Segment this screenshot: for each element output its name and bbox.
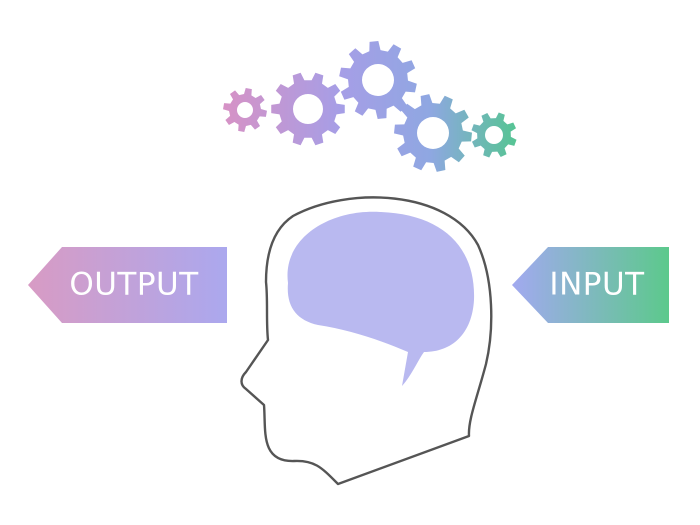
gear-icon [471, 112, 517, 158]
gear-icon [394, 94, 472, 172]
gear-icon [339, 41, 417, 119]
input-arrow: INPUT [512, 247, 669, 323]
gear-icon [223, 88, 267, 132]
brain-icon [287, 211, 475, 386]
input-label: INPUT [549, 267, 645, 303]
gears-icon [223, 41, 517, 172]
output-label: OUTPUT [69, 267, 199, 303]
output-arrow: OUTPUT [28, 247, 227, 323]
gear-icon [271, 72, 345, 146]
